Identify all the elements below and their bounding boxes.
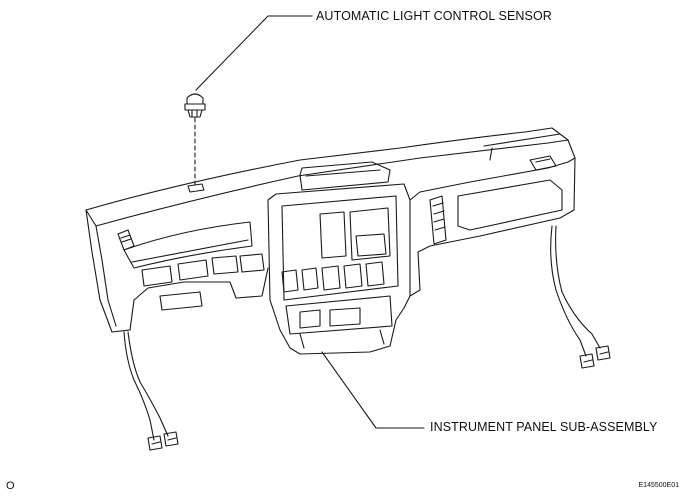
corner-mark: O	[6, 480, 15, 492]
light-control-sensor	[184, 93, 206, 118]
sensor-label: AUTOMATIC LIGHT CONTROL SENSOR	[316, 9, 552, 23]
panel-leader-line	[321, 351, 425, 429]
instrument-panel	[85, 127, 576, 355]
figure-code: E145500E01	[638, 482, 679, 489]
panel-label: INSTRUMENT PANEL SUB-ASSEMBLY	[430, 420, 658, 434]
sensor-leader-line	[195, 15, 313, 91]
left-wire-harness	[123, 331, 179, 451]
right-wire-harness	[550, 225, 611, 369]
